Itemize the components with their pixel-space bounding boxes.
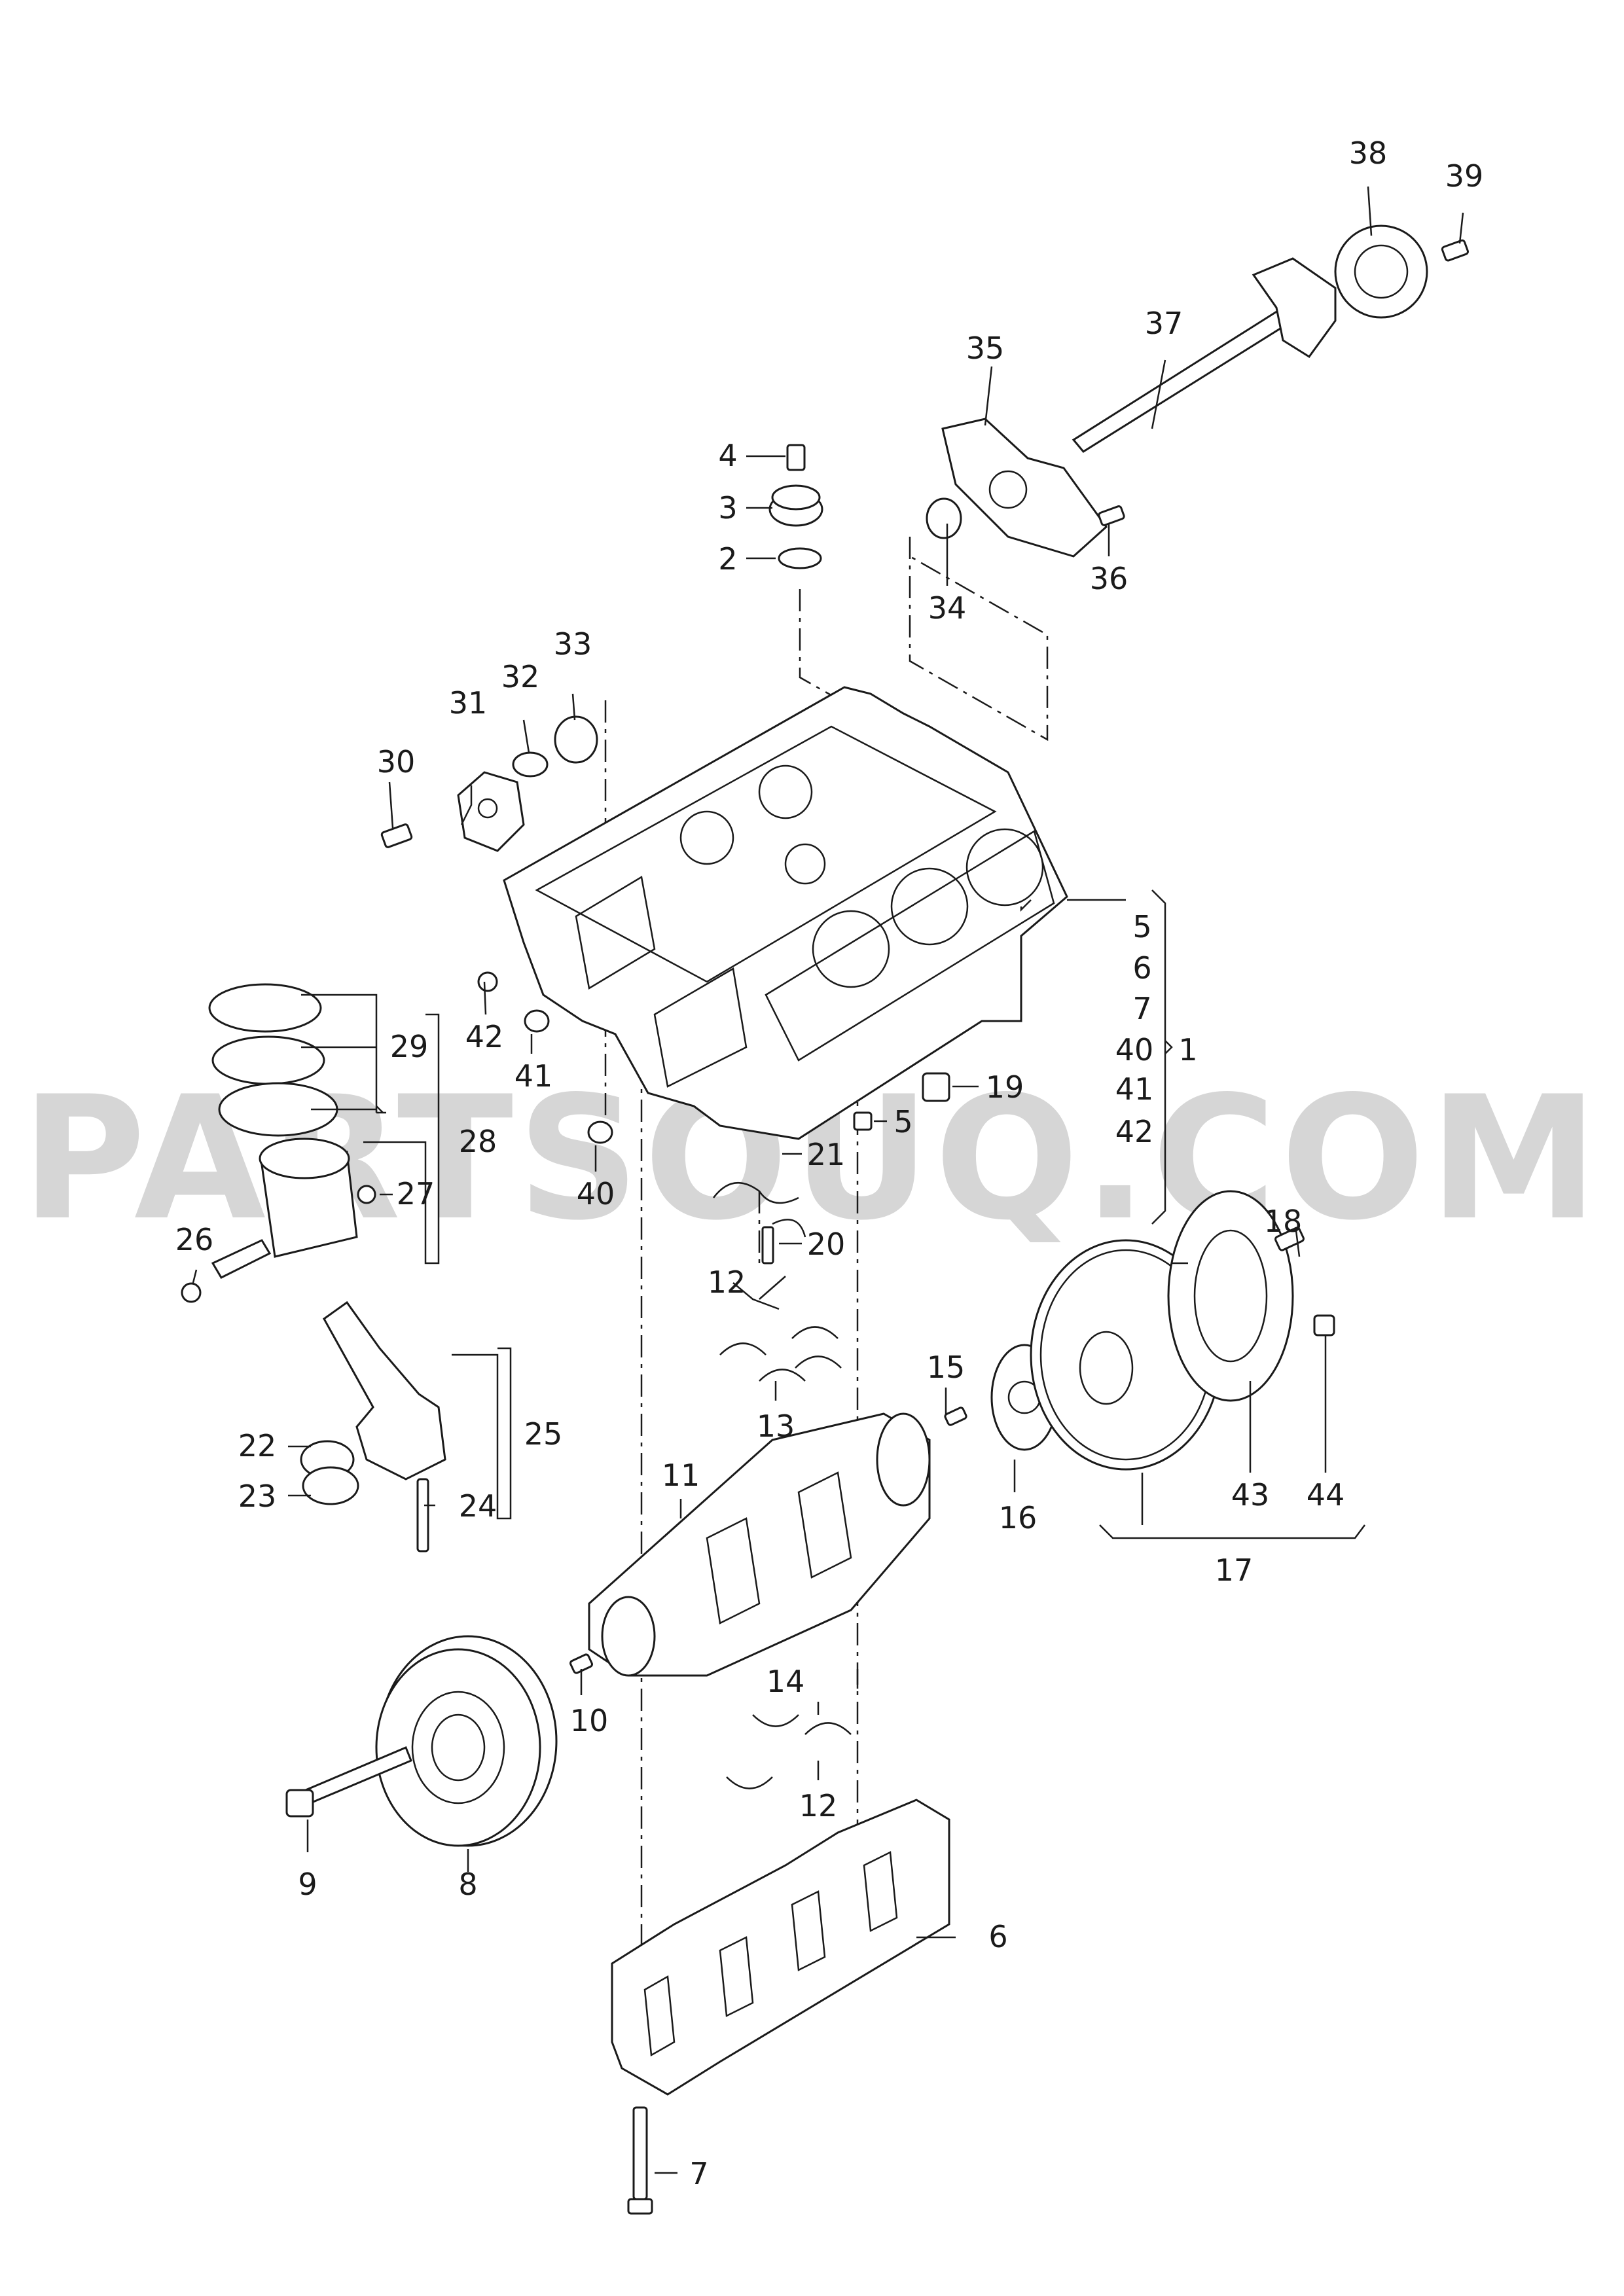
label-17: 17 (1215, 1552, 1254, 1588)
label-2: 2 (718, 541, 737, 577)
crankshaft (569, 1412, 931, 1677)
label-3: 3 (718, 490, 737, 526)
engine-block (503, 686, 1068, 1140)
oil-filler-cap (768, 444, 823, 569)
label-18: 18 (1264, 1204, 1303, 1239)
label-36: 36 (1090, 561, 1128, 596)
label-28: 28 (459, 1124, 497, 1159)
label-31: 31 (449, 685, 488, 721)
balance-shaft-assembly (926, 224, 1469, 558)
label-40a: 40 (1115, 1032, 1154, 1067)
connecting-rod (300, 1300, 446, 1552)
label-26: 26 (175, 1222, 214, 1257)
label-32: 32 (501, 659, 540, 694)
small-parts (477, 971, 873, 1265)
crank-pulley (285, 1635, 558, 1847)
label-7b: 7 (689, 2156, 708, 2191)
label-13: 13 (757, 1408, 795, 1444)
label-4: 4 (718, 438, 737, 473)
label-41b: 41 (514, 1058, 553, 1094)
label-12b: 12 (799, 1788, 838, 1823)
label-5b: 5 (893, 1104, 912, 1139)
label-11: 11 (662, 1458, 700, 1493)
label-30: 30 (377, 744, 416, 780)
bedplate (611, 1799, 950, 2215)
label-8: 8 (458, 1867, 477, 1902)
label-29: 29 (390, 1029, 429, 1064)
label-6b: 6 (988, 1919, 1007, 1954)
flywheel-assembly (922, 1072, 1335, 1471)
label-38: 38 (1349, 135, 1388, 171)
label-10: 10 (570, 1703, 609, 1738)
label-37: 37 (1145, 306, 1183, 341)
label-14: 14 (767, 1664, 805, 1699)
label-15: 15 (927, 1350, 965, 1385)
label-44: 44 (1307, 1477, 1345, 1513)
label-33: 33 (554, 626, 592, 662)
label-5a: 5 (1132, 909, 1151, 944)
label-35: 35 (966, 331, 1005, 366)
leader-lines (192, 186, 1464, 2174)
label-41a: 41 (1115, 1071, 1154, 1107)
label-9: 9 (298, 1867, 317, 1902)
label-22: 22 (238, 1428, 277, 1463)
label-25: 25 (524, 1416, 563, 1452)
label-23: 23 (238, 1479, 277, 1514)
label-12a: 12 (708, 1265, 746, 1300)
label-39: 39 (1445, 158, 1484, 194)
label-42b: 42 (465, 1019, 504, 1054)
label-27: 27 (397, 1176, 435, 1211)
piston-and-rings (181, 983, 376, 1303)
label-20: 20 (807, 1227, 846, 1262)
label-16: 16 (999, 1500, 1038, 1535)
label-34: 34 (928, 590, 967, 626)
label-42a: 42 (1115, 1114, 1154, 1149)
label-40b: 40 (577, 1176, 615, 1211)
label-21: 21 (807, 1137, 846, 1172)
label-43: 43 (1231, 1477, 1270, 1513)
bearing-shells (719, 1326, 852, 1789)
label-7a: 7 (1132, 991, 1151, 1026)
label-6a: 6 (1132, 950, 1151, 986)
label-19: 19 (986, 1069, 1024, 1105)
part-labels: 4 3 2 34 36 35 37 38 39 33 32 31 30 5 6 … (175, 135, 1484, 2191)
label-24: 24 (459, 1488, 497, 1524)
drive-parts (380, 715, 598, 852)
label-1: 1 (1178, 1032, 1197, 1067)
